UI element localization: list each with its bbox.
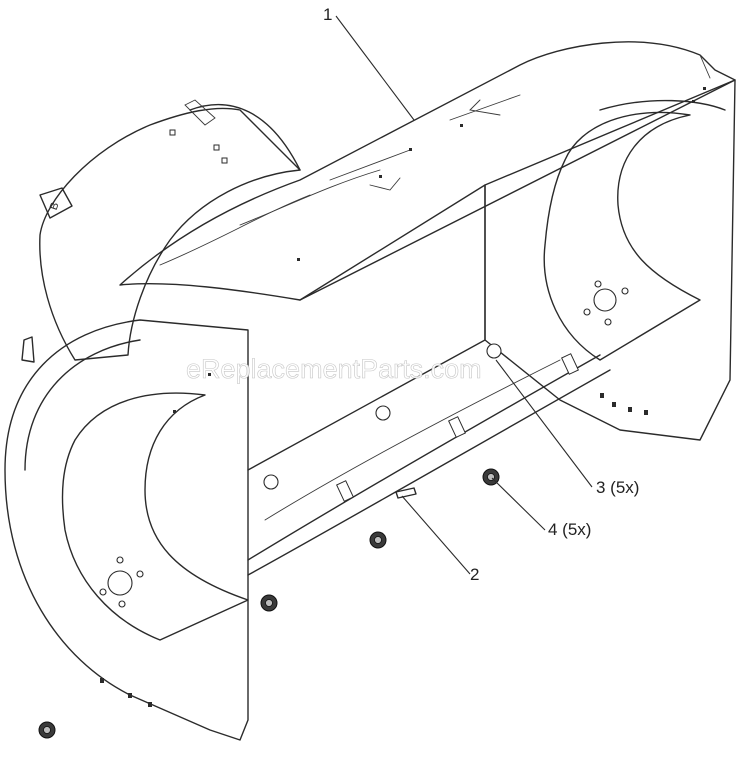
housing-top-panel xyxy=(119,41,736,301)
impeller-drum xyxy=(21,99,301,363)
watermark: eReplacementParts.com xyxy=(186,354,482,384)
callout-part-4: 4 (5x) xyxy=(548,520,592,539)
impeller-mark: B xyxy=(48,201,62,212)
nut-4 xyxy=(38,721,56,739)
leader-part-3 xyxy=(495,359,593,488)
callout-part-2: 2 xyxy=(470,565,480,584)
callout-part-3: 3 (5x) xyxy=(596,478,640,497)
leader-lines xyxy=(335,15,593,575)
left-side-wall xyxy=(4,319,249,741)
nut-2 xyxy=(369,531,387,549)
leader-part-4 xyxy=(491,477,546,531)
leader-part-2 xyxy=(401,495,471,575)
impeller-mark-tab: B xyxy=(39,187,73,219)
flange-nuts xyxy=(38,468,500,739)
nut-3 xyxy=(260,594,278,612)
leader-part-1 xyxy=(335,15,415,121)
right-side-wall xyxy=(484,79,736,441)
housing-back-wall xyxy=(247,184,611,576)
callout-part-1: 1 xyxy=(323,5,333,24)
